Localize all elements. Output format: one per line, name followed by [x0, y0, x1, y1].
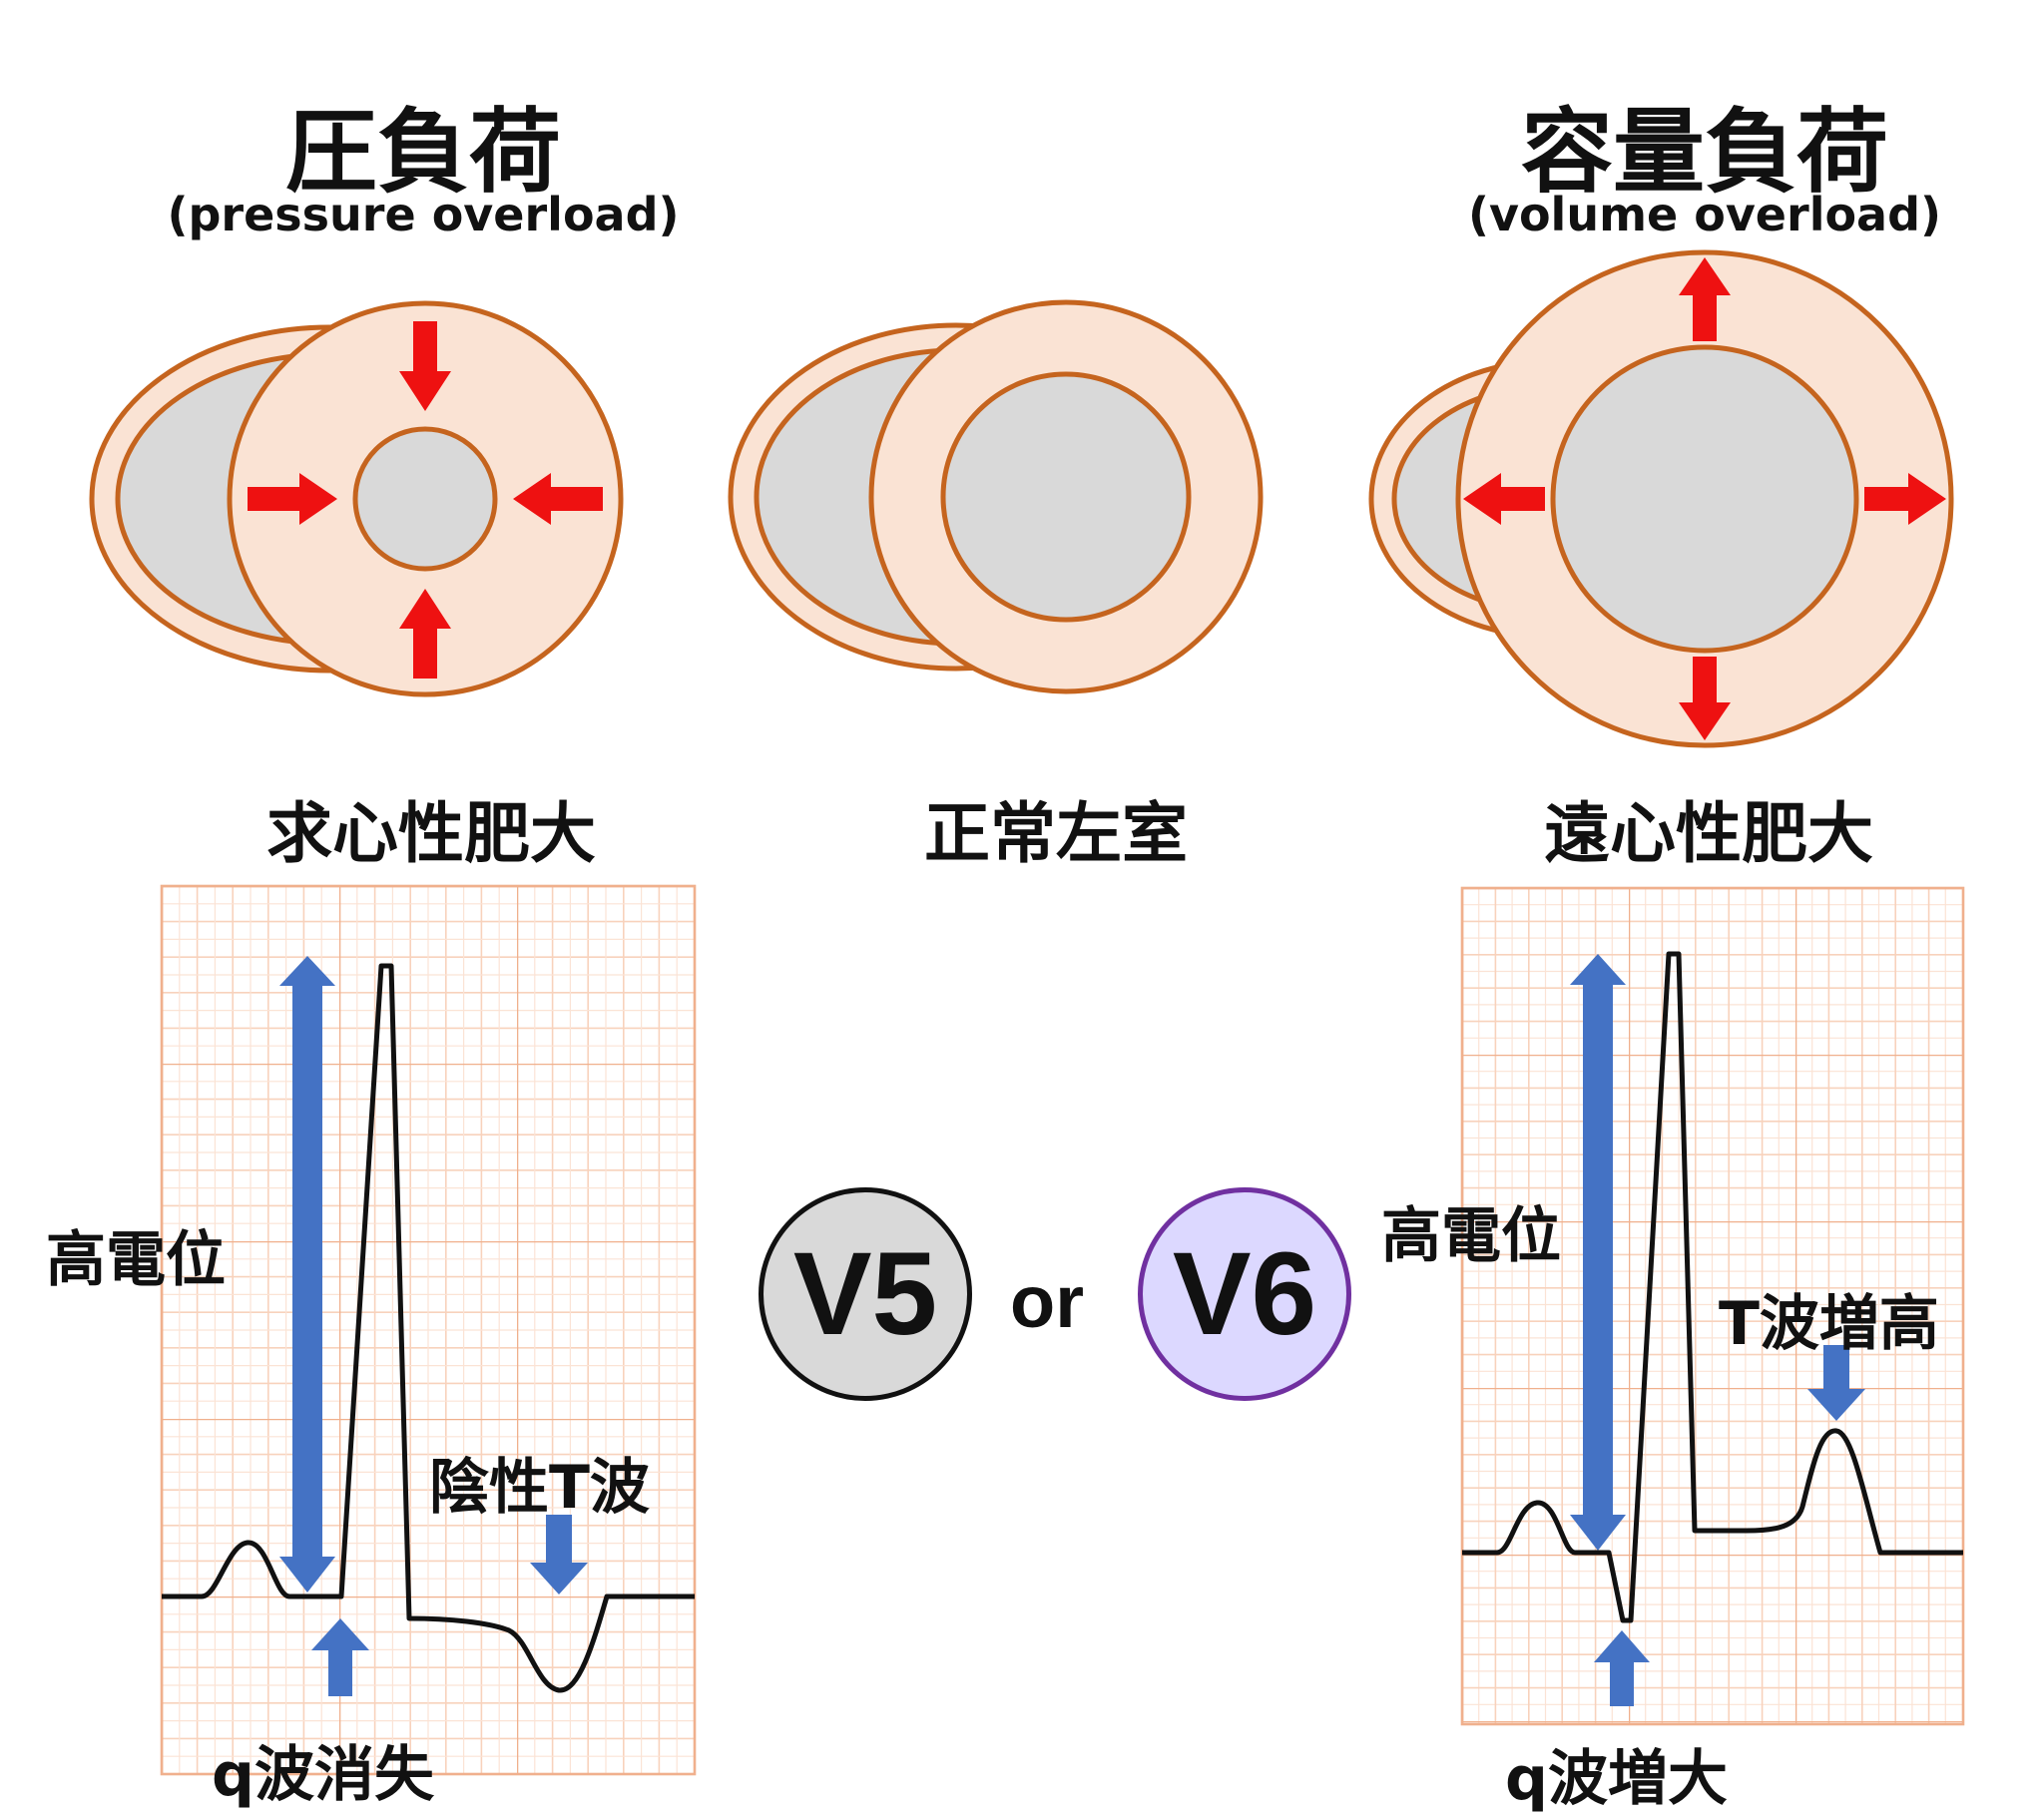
q-wave-enlarged-label: q波増大	[1505, 1744, 1728, 1814]
ecg-left-panel	[160, 884, 697, 1776]
high-voltage-label-right: 高電位	[1381, 1201, 1561, 1271]
q-wave-loss-label: q波消失	[212, 1740, 434, 1810]
negative-t-wave-label: 陰性T波	[429, 1453, 650, 1523]
normal-lv-caption: 正常左室	[924, 795, 1188, 872]
arrow-down-icon	[399, 321, 451, 411]
arrow-down-icon	[1679, 657, 1731, 740]
concentric-hypertrophy-heart	[89, 300, 624, 697]
ecg-right-panel	[1460, 886, 1965, 1726]
arrow-up-icon	[1679, 257, 1731, 341]
tall-t-wave-label: T波増高	[1719, 1289, 1939, 1359]
amplitude-arrow-icon	[1570, 954, 1626, 1551]
lead-v6-label: V6	[1172, 1228, 1317, 1360]
t-wave-arrow-icon	[530, 1515, 588, 1594]
volume-overload-subtitle: (volume overload)	[1467, 188, 1942, 241]
arrow-up-icon	[399, 589, 451, 679]
volume-overload-title: 容量負荷	[1520, 99, 1889, 206]
q-wave-arrow-icon	[311, 1618, 369, 1696]
high-voltage-label-left: 高電位	[46, 1225, 226, 1295]
lead-v5-badge: V5	[759, 1187, 972, 1401]
lead-v6-badge: V6	[1138, 1187, 1351, 1401]
normal-left-ventricle-heart	[728, 299, 1264, 694]
amplitude-arrow-icon	[279, 956, 335, 1592]
q-wave-arrow-icon	[1594, 1630, 1650, 1706]
t-wave-arrow-icon	[1807, 1345, 1865, 1421]
ecg-trace-right	[1462, 951, 1963, 1623]
arrow-left-icon	[1463, 473, 1545, 525]
arrow-right-icon	[1864, 473, 1946, 525]
eccentric-hypertrophy-caption: 遠心性肥大	[1544, 795, 1873, 872]
pressure-overload-title: 圧負荷	[284, 99, 562, 206]
arrow-left-icon	[513, 473, 603, 525]
concentric-hypertrophy-caption: 求心性肥大	[266, 795, 596, 872]
ecg-trace-left	[162, 963, 695, 1693]
eccentric-hypertrophy-heart	[1368, 249, 1954, 748]
pressure-overload-subtitle: (pressure overload)	[167, 188, 680, 241]
arrow-right-icon	[248, 473, 337, 525]
or-connector: or	[1010, 1260, 1084, 1343]
lead-v5-label: V5	[792, 1228, 938, 1360]
